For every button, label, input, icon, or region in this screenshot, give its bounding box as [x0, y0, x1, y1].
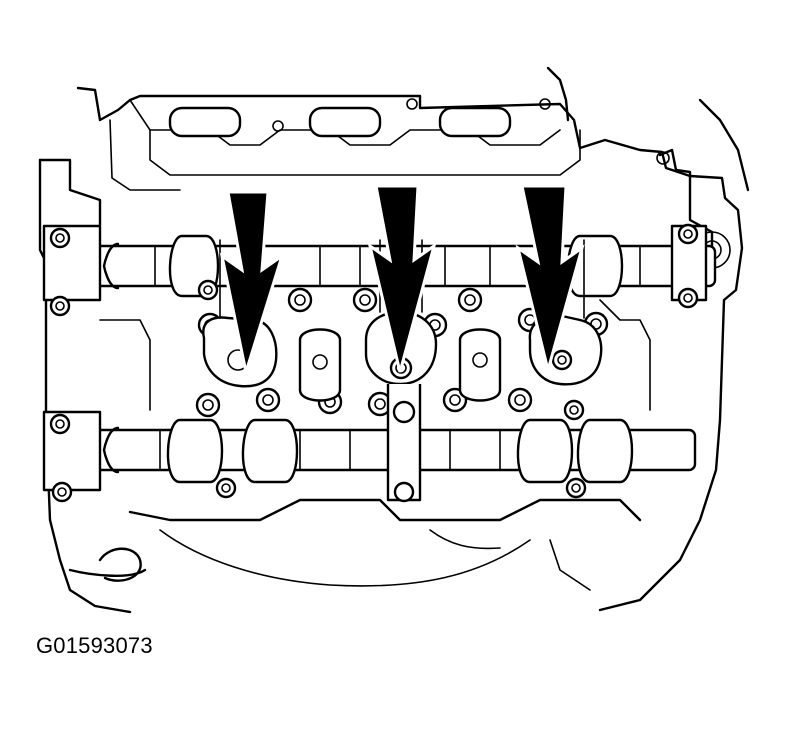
intake-ports [168, 98, 551, 138]
arrow-right [515, 184, 585, 376]
lower-camshaft [73, 418, 697, 484]
valve-springs [195, 287, 609, 418]
left-bearing-caps [42, 224, 102, 503]
spark-plug-wells [298, 328, 502, 402]
arrow-middle [367, 184, 437, 373]
camshaft-holder-2 [364, 239, 438, 503]
figure-id-label: G01593073 [36, 633, 153, 658]
right-bearing-caps [563, 223, 708, 499]
lower-housing [68, 279, 651, 591]
arrow-left [219, 190, 285, 373]
